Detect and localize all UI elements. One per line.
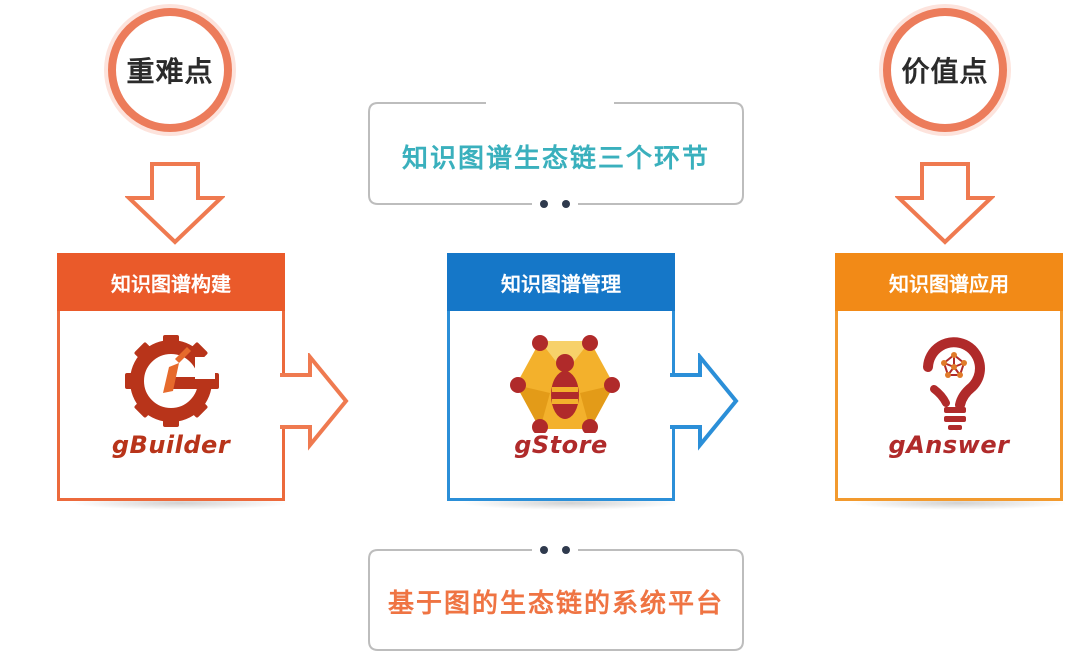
bottom-caption-frame	[368, 546, 744, 651]
right-arrow-orange-icon	[280, 353, 349, 451]
top-caption: 知识图谱生态链三个环节	[401, 144, 710, 174]
value-point-label: 价值点	[901, 55, 989, 88]
bottom-caption: 基于图的生态链的系统平台	[387, 589, 724, 619]
answer-logo-name: gAnswer	[888, 431, 1010, 459]
down-arrow-icon	[895, 162, 995, 245]
builder-card: 知识图谱构建 gBuilder	[57, 253, 285, 501]
right-arrow-blue-icon	[670, 353, 739, 451]
answer-card: 知识图谱应用 gAnswer	[835, 253, 1063, 501]
badge-ring-icon	[879, 4, 1011, 136]
answer-card-title: 知识图谱应用	[835, 253, 1063, 311]
value-point-badge: 价值点	[875, 0, 1015, 140]
hexagon-bee-logo-icon	[510, 335, 620, 433]
question-bulb-logo-icon	[923, 337, 985, 430]
pain-point-label: 重难点	[126, 55, 214, 88]
top-caption-frame	[368, 102, 744, 208]
builder-logo-name: gBuilder	[111, 431, 231, 459]
badge-ring-icon	[104, 4, 236, 136]
pain-point-badge: 重难点	[100, 0, 240, 140]
builder-card-title: 知识图谱构建	[57, 253, 285, 311]
store-logo-name: gStore	[514, 431, 608, 459]
store-card: 知识图谱管理 gStore	[447, 253, 675, 501]
down-arrow-icon	[125, 162, 225, 245]
store-card-title: 知识图谱管理	[447, 253, 675, 311]
gear-g-logo-icon	[125, 335, 219, 427]
builder-card-body: gBuilder	[68, 311, 274, 498]
answer-card-body: gAnswer	[846, 311, 1052, 498]
store-card-body: gStore	[458, 311, 664, 498]
